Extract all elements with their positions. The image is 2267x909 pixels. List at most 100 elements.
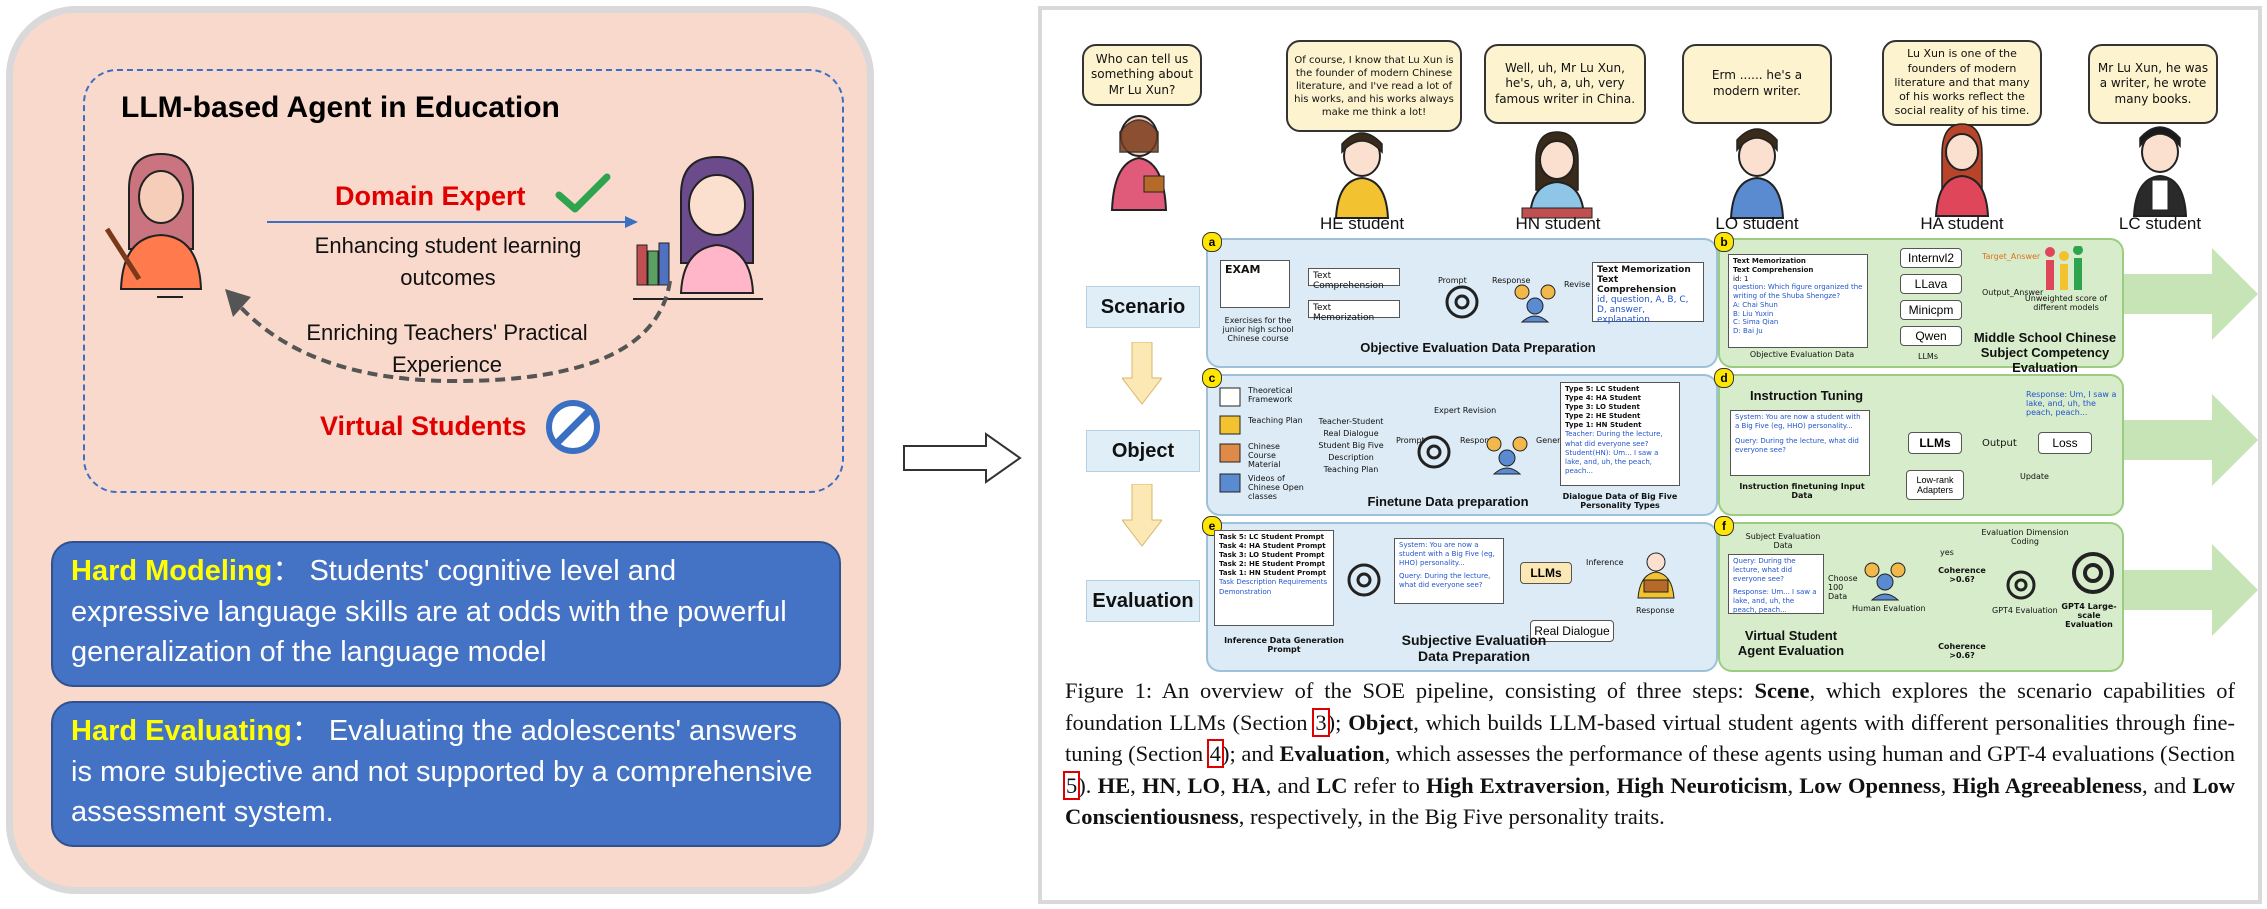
loss-box: Loss [2038,432,2092,454]
dim-coding-label: Evaluation Dimension Coding [1981,528,2069,546]
llms-label: LLMs [1918,352,1938,361]
type-4: Type 4: HA Student [1565,394,1641,403]
experts-icon [1486,436,1528,475]
stage-evaluation: Evaluation [1086,580,1200,622]
experts-icon [1514,284,1556,323]
caption-text: , and [1265,772,1317,798]
generate-label: Generate [1536,436,1574,445]
dialogue-types-box: Type 5: LC Student Type 4: HA Student Ty… [1560,382,1680,486]
dialogue-data-caption: Dialogue Data of Big Five Personality Ty… [1562,492,1678,510]
curved-arrow-icon [225,281,672,384]
sample-opt-d: D: Bai Ju [1733,327,1763,335]
type-3: Type 3: LO Student [1565,403,1640,412]
c-center-stack: Teacher-Student Real Dialogue Student Bi… [1314,416,1388,476]
caption-lo: LO [1187,772,1221,798]
hard-evaluating-text: ： Evaluating the adolescents' answers is… [71,715,813,829]
sample-opt-c: C: Sima Qian [1733,318,1779,327]
openai-icon [1347,563,1381,597]
c-student-line: Student(HN): Um... I saw a lake, and, uh… [1565,448,1659,475]
model-minicpm: Minicpm [1900,300,1962,320]
caption-text: Figure 1: An overview of the SOE pipelin… [1065,678,1755,703]
out-title-1: Text Memorization [1597,265,1691,275]
down-arrow-icon [1122,484,1162,547]
panel-f: f Subject Evaluation Data Query: During … [1714,516,2124,672]
d-llms-box: LLMs [1908,432,1962,454]
panel-a-caption: Objective Evaluation Data Preparation [1360,340,1596,355]
bubble-ha: Lu Xun is one of the founders of modern … [1882,40,2042,126]
coherence-1: Coherence >0.6? [1938,566,1986,584]
caption-trait-5: Low Conscientiousness [1065,772,2235,830]
bar-figures-icon [2045,246,2083,290]
left-panel: LLM-based Agent in Education Domain Expe… [6,6,874,894]
lc-student-icon [2132,126,2188,217]
teacher-character-icon [1110,115,1168,211]
bubble-lo: Erm ...... he's a modern writer. [1682,44,1832,124]
panel-d: d Instruction Tuning System: You are now… [1714,368,2124,516]
section-4-link[interactable]: 4 [1206,739,1225,768]
caption-ha: HA [1231,772,1266,798]
gen-prompt-caption: Inference Data Generation Prompt [1224,636,1344,654]
caption-hn: HN [1141,772,1176,798]
he-student-icon [1334,132,1390,219]
caption-text: , and [2141,772,2193,798]
openai-icon [1417,435,1451,469]
caption-lc: LC [1316,772,1348,798]
model-llava: LLava [1900,274,1962,294]
c-item-material: Chinese Course Material [1248,442,1281,469]
resource-icons [1219,387,1241,493]
objective-data-box: Text Memorization Text Comprehension id,… [1592,262,1704,325]
section-5-link[interactable]: 5 [1062,770,1081,800]
caption-object: Object [1348,709,1414,735]
out-fields: id, question, A, B, C, D, answer, explan… [1597,295,1689,325]
hard-evaluating-title: Hard Evaluating [71,715,292,747]
bubble-hn: Well, uh, Mr Lu Xun, he's, uh, a, uh, ve… [1484,44,1646,124]
object-flow-arrow-icon [2122,394,2258,486]
e-response-label: Response [1636,606,1675,615]
task-prompt-box: Task 5: LC Student Prompt Task 4: HA Stu… [1214,530,1334,626]
check-icon [555,173,611,213]
figure-caption: Figure 1: An overview of the SOE pipelin… [1062,675,2235,833]
student-icon [633,155,763,300]
sample-title-2: Text Comprehension [1733,265,1814,274]
section-3-link[interactable]: 3 [1312,707,1330,737]
subject-data-label: Subject Evaluation Data [1745,532,1821,550]
objective-data-caption: Objective Evaluation Data [1749,350,1855,359]
c-item-framework: Theoretical Framework [1248,386,1293,404]
model-internvl2: Internvl2 [1900,248,1962,268]
lo-student-icon [1729,128,1785,219]
reading-student-icon [1637,552,1675,599]
lora-box: Low-rank Adapters [1906,470,1964,500]
hard-modeling-text: ： Students' cognitive level and expressi… [71,555,787,669]
text-comprehension-box: Text Comprehension [1308,268,1400,291]
caption-text: , respectively, in the Big Five personal… [1238,804,1665,829]
d-output-label: Output [1982,438,2017,449]
teacher-icon [104,152,203,298]
objective-sample-box: Text Memorization Text Comprehension id:… [1728,254,1868,348]
ha-student-icon [1934,123,1990,217]
gpt4-eval-label: GPT4 Evaluation [1992,606,2058,615]
caption-text: , [1175,772,1188,798]
instruction-input-caption: Instruction finetuning Input Data [1739,482,1865,500]
caption-text: , [1940,772,1953,798]
student-label-he: HE student [1319,214,1405,233]
real-dialogue-box: Real Dialogue [1530,620,1614,642]
gpt4-large-label: GPT4 Large-scale Evaluation [2061,602,2117,629]
prohibited-icon [546,400,600,454]
yes-label: yes [1940,548,1954,557]
arrow-right-icon [267,216,638,228]
c-center-2: Student Big Five Description [1318,441,1384,462]
caption-trait-1: High Extraversion [1426,772,1605,798]
agent-title: LLM-based Agent in Education [121,91,560,124]
panel-a: a EXAM Exercises for the junior high sch… [1202,232,1718,368]
student-label-ha: HA student [1920,214,2004,233]
caption-text: , [1130,772,1142,798]
bubble-teacher: Who can tell us something about Mr Lu Xu… [1082,44,1202,106]
type-2: Type 2: HE Student [1565,412,1641,421]
d-system: System: You are now a student with a Big… [1735,413,1861,431]
c-center-1: Teacher-Student Real Dialogue [1318,417,1384,438]
caption-text: refer to [1347,772,1427,798]
out-title-2: Text Comprehension [1597,275,1677,295]
task-3: Task 3: LO Student Prompt [1219,551,1325,560]
hn-student-icon [1521,131,1593,219]
student-label-lo: LO student [1715,214,1799,233]
